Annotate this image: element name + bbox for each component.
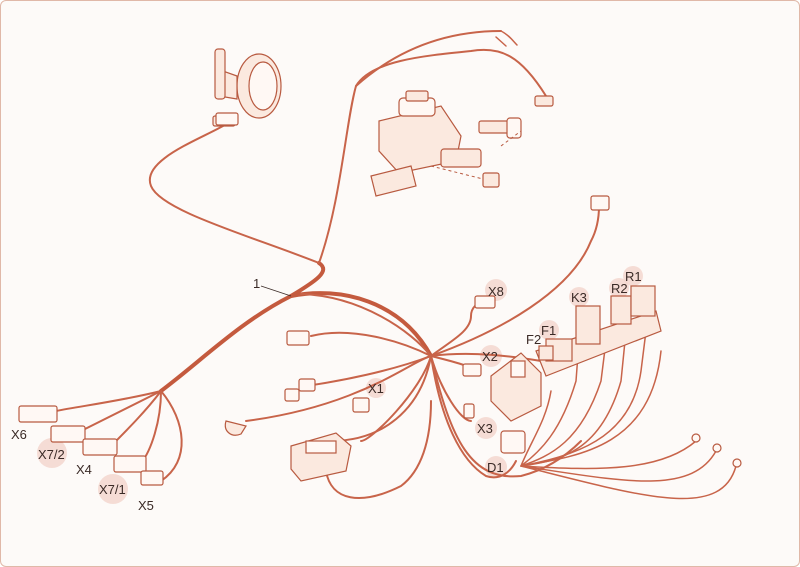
fuse-box-component	[290, 432, 352, 482]
right-upper-branch-wire	[430, 205, 600, 357]
branch-fuse-box	[325, 400, 432, 499]
connector-x7-1	[113, 455, 147, 473]
label-harness: 1	[253, 276, 260, 291]
branch-upper-center-connector	[310, 331, 432, 357]
ring-terminal-1	[691, 433, 701, 443]
connector-x3	[463, 403, 475, 419]
branch-x1	[360, 355, 432, 442]
harness-leader-line	[260, 285, 292, 297]
label-x7-2: X7/2	[38, 447, 65, 462]
control-unit-component	[490, 352, 542, 422]
fuse-f2	[538, 345, 554, 361]
connector-top-right	[590, 195, 610, 211]
horn-branch-wire	[148, 125, 320, 264]
relay-wire-5	[520, 340, 580, 467]
connector-d1	[500, 430, 526, 454]
label-halo-f1	[539, 320, 559, 340]
harness-trunk-upper	[289, 261, 326, 298]
branch-d1	[430, 355, 517, 479]
connector-x7-2	[50, 425, 86, 443]
label-f1: F1	[541, 323, 556, 338]
relay-k3	[575, 305, 601, 345]
label-x6: X6	[11, 427, 27, 442]
relay-wire-3	[520, 350, 662, 467]
branch-x7-2	[80, 390, 162, 432]
label-halo-k3	[569, 287, 589, 307]
label-halo-x3	[475, 417, 497, 439]
label-halo-r2	[609, 278, 629, 298]
branch-x7-1	[140, 390, 162, 464]
wire-end-top-2	[495, 36, 507, 47]
connector-x5	[140, 470, 164, 486]
label-f2: F2	[526, 332, 541, 347]
connector-x2	[462, 363, 482, 377]
branch-f2	[430, 352, 542, 362]
label-x4: X4	[76, 462, 92, 477]
connector-center-right	[298, 378, 316, 392]
sensor-component	[224, 420, 247, 436]
ground-wire-3	[520, 465, 737, 500]
relay-panel-component	[535, 285, 662, 377]
connector-center-left	[284, 388, 300, 402]
relay-wire-2	[520, 330, 647, 467]
label-x3: X3	[477, 421, 493, 436]
ground-wire-2	[520, 450, 717, 482]
label-x5: X5	[138, 498, 154, 513]
wire-end-top	[500, 30, 518, 46]
relay-r2	[610, 295, 632, 325]
branch-left-lower	[245, 355, 432, 442]
relay-r1	[630, 285, 656, 317]
connector-x4	[82, 438, 118, 456]
branch-center-connector	[305, 355, 432, 387]
label-r2: R2	[611, 281, 628, 296]
label-k3: K3	[571, 290, 587, 305]
branch-x6	[55, 390, 162, 412]
ring-terminal-2	[712, 443, 722, 453]
connector-horn	[215, 112, 239, 126]
label-halo-x2	[480, 345, 502, 367]
relay-wire-6	[520, 390, 552, 467]
connector-upper-center	[286, 330, 310, 346]
relay-wire-4	[520, 340, 607, 467]
label-halo-r1	[623, 266, 643, 286]
label-halo-x7-1	[98, 474, 128, 504]
label-halo-x7-2	[37, 438, 67, 468]
connector-x8	[474, 295, 496, 309]
ground-wire-1	[520, 440, 697, 470]
label-d1: D1	[487, 460, 504, 475]
label-x1: X1	[368, 381, 384, 396]
top-loop-wire	[355, 30, 502, 87]
label-x2: X2	[482, 349, 498, 364]
harness-parallel-wire	[300, 293, 432, 357]
label-x8: X8	[488, 284, 504, 299]
master-cylinder-component	[370, 90, 554, 197]
branch-x5	[160, 390, 183, 482]
branch-x8	[430, 300, 484, 357]
label-halo-x1	[366, 378, 386, 398]
connector-x6	[18, 405, 58, 423]
label-r1: R1	[625, 269, 642, 284]
ring-terminal-3	[732, 458, 742, 468]
label-x7-1: X7/1	[99, 482, 126, 497]
connector-x1	[352, 397, 370, 413]
